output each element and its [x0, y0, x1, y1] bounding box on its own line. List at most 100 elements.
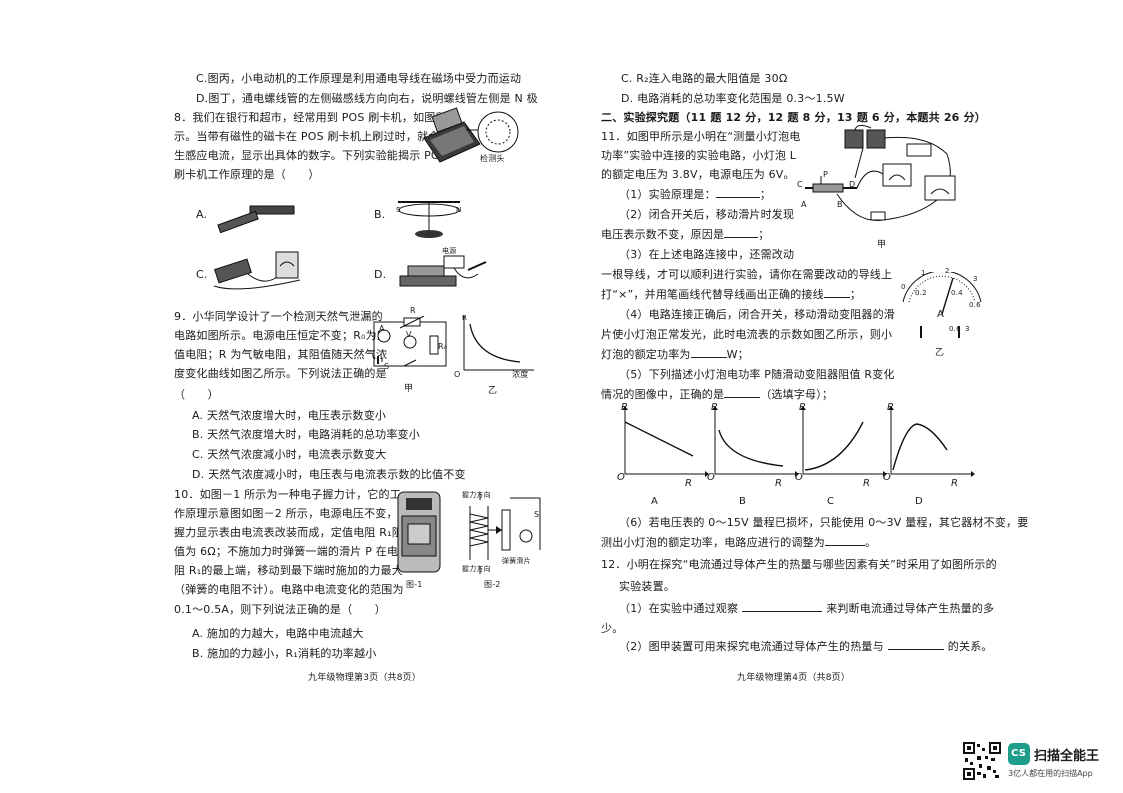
graph-a-axis-r: R	[685, 478, 692, 489]
q10-option-a: A. 施加的力越大，电路中电流越大	[192, 627, 364, 640]
q11-stem-3: 的额定电压为 3.8V，电源电压为 6V。	[601, 168, 795, 181]
right-page: C. R₂连入电路的最大阻值是 30Ω D. 电路消耗的总功率变化范围是 0.3…	[561, 0, 1123, 793]
left-page: C.图丙，小电动机的工作原理是利用通电导线在磁场中受力而运动 D.图丁，通电螺线…	[0, 0, 561, 793]
q11-meter-3-terminal: 3	[965, 325, 970, 333]
svg-text:N: N	[456, 206, 461, 214]
q9-circuit-figure: A V R R₀ S 甲	[370, 306, 450, 394]
camscanner-subtitle: 3亿人都在用的扫描App	[1008, 769, 1093, 778]
q12-part-2-blank[interactable]	[887, 649, 944, 650]
q11-letter-p: P	[823, 170, 829, 179]
q11-part-6b: 测出小灯泡的额定功率，电路应进行的调整为。	[601, 536, 877, 549]
q11-letter-c: C	[797, 180, 803, 189]
q12-stem-1: 12．小明在探究“电流通过导体产生的热量与哪些因素有关”时采用了如图所示的	[601, 558, 997, 571]
q11-part-4-unit: W；	[726, 348, 749, 361]
q11-ammeter-figure: 0 0.2 0.4 0.6 1 2 3 A 0.6 3 乙	[897, 267, 987, 358]
q11-part-3a: （3）在上述电路连接中，还需改动	[619, 248, 795, 261]
q10-switch-label: S	[534, 510, 540, 519]
graph-option-c	[791, 404, 887, 484]
q11-part-5a: （5）下列描述小灯泡电功率 P随滑动变阻器阻值 R变化	[619, 368, 895, 381]
q9-option-d: D. 天然气浓度减小时，电压表与电流表示数的比值不变	[192, 468, 466, 481]
q11-part-3b: 一根导线，才可以顺利进行实验，请你在需要改动的导线上	[601, 268, 893, 281]
qr-code	[963, 742, 1001, 780]
q10-fig1-label: 图-1	[406, 580, 423, 589]
q9-graph-x-label: 浓度	[512, 370, 529, 379]
q11-meter-scale-1: 1	[921, 269, 926, 277]
q9-option-c: C. 天然气浓度减小时，电流表示数变大	[192, 448, 387, 461]
graph-c-axis-p: P	[799, 402, 806, 413]
q11-meter-scale-04: 0.4	[951, 289, 963, 297]
q12-part-1-text-b: 来判断电流通过导体产生热量的多	[826, 602, 995, 615]
svg-text:R: R	[462, 314, 467, 322]
q10-stem-6: （弹簧的电阻不计）。电路中电流变化的范围为	[174, 583, 404, 596]
q11-fig-jia: 甲	[877, 240, 887, 250]
q11-letter-b: B	[837, 200, 843, 209]
q11-part-5-blank[interactable]	[724, 397, 761, 398]
q8-opt-d-label: D.	[374, 268, 387, 281]
graph-b-origin: O	[707, 472, 715, 483]
camscanner-logo-text: CS	[1011, 748, 1027, 759]
q9-r-label: R	[410, 306, 416, 315]
q11-part-1-blank[interactable]	[715, 197, 760, 198]
q11-meter-06-terminal: 0.6	[949, 325, 961, 333]
q12-part-1c: 少。	[601, 622, 624, 635]
q10-fig2-label: 图-2	[484, 580, 501, 589]
q10-stem-5: 阻 R₁的最上端，移动到最下端时施加的力最大	[174, 564, 403, 577]
q10-spring-label: 弹簧滑片	[502, 557, 531, 565]
q9-stem-3: 值电阻；R 为气敏电阻，其阻值随天然气浓	[174, 348, 388, 361]
q7-option-c: C.图丙，小电动机的工作原理是利用通电导线在磁场中受力而运动	[196, 72, 522, 85]
graph-c-origin: O	[795, 472, 803, 483]
q11-stem-1: 11．如图甲所示是小明在“测量小灯泡电	[601, 130, 801, 143]
pos-machine-figure: 检测头	[420, 104, 520, 166]
q9-fig-jia: 甲	[404, 384, 414, 394]
q11-meter-scale-0: 0	[901, 283, 906, 291]
q11-part-5b-text: 情况的图像中，正确的是	[601, 388, 725, 401]
graph-b-axis-r: R	[775, 478, 782, 489]
q11-part-1: （1）实验原理是：；	[619, 188, 772, 201]
q10-option-d: D. 电路消耗的总功率变化范围是 0.3～1.5W	[621, 92, 845, 105]
q9-option-b: B. 天然气浓度增大时，电路消耗的总功率变小	[192, 428, 420, 441]
q12-stem-2: 实验装置。	[619, 580, 675, 593]
q9-stem-5: （ ）	[174, 388, 219, 401]
graph-a-label: A	[651, 496, 658, 507]
q11-letter-d: D	[849, 180, 856, 189]
q11-part-3c: 打“×”，并用笔画线代替导线画出正确的接线；	[601, 288, 862, 301]
q11-part-6-blank[interactable]	[825, 545, 865, 546]
q11-part-5b: 情况的图像中，正确的是 （选填字母）；	[601, 388, 833, 402]
graph-d-axis-r: R	[951, 478, 958, 489]
q8-stem-3: 生感应电流，显示出具体的数字。下列实验能揭示 POS	[174, 149, 447, 162]
graph-a-origin: O	[617, 472, 625, 483]
q11-fig-yi: 乙	[935, 348, 945, 358]
q11-stem-2: 功率”实验中连接的实验电路，小灯泡 L	[601, 149, 797, 162]
graph-c-axis-r: R	[863, 478, 870, 489]
q11-part-2a: （2）闭合开关后，移动滑片时发现	[619, 208, 795, 221]
q11-circuit-figure: C D A B P 甲	[797, 124, 967, 250]
q9-switch-label: S	[384, 362, 390, 371]
q12-part-1: （1）在实验中通过观察来判断电流通过导体产生热量的多	[619, 602, 994, 616]
q11-part-5c-text: （选填字母）；	[760, 388, 834, 401]
q11-part-2-blank[interactable]	[724, 237, 759, 238]
q10-option-c: C. R₂连入电路的最大阻值是 30Ω	[621, 72, 788, 85]
q10-push-direction: 握力方向	[462, 565, 491, 573]
q9-resistance-graph: R O 浓度 乙	[454, 314, 536, 396]
q8-stem-2: 示。当带有磁性的磁卡在 POS 刷卡机上刷过时，就会产	[174, 130, 451, 143]
q8-fig-c	[208, 250, 312, 294]
q8-opt-b-label: B.	[374, 208, 386, 221]
q12-part-2-text-b: 的关系。	[947, 640, 993, 653]
q10-grip-figure-1: 图-1	[392, 490, 446, 589]
q9-voltmeter-label: V	[406, 330, 412, 339]
q8-fig-d-power-label: 电源	[442, 247, 457, 255]
q11-part-3-blank[interactable]	[823, 297, 850, 298]
q12-part-1-blank[interactable]	[742, 611, 823, 612]
q9-graph-origin: O	[454, 370, 461, 379]
q8-opt-a-label: A.	[196, 208, 208, 221]
q12-part-2-text: （2）图甲装置可用来探究电流通过导体产生的热量与	[619, 640, 884, 653]
camscanner-logo: CS	[1008, 743, 1030, 765]
q9-ammeter-label: A	[379, 324, 385, 333]
q8-fig-a	[212, 198, 298, 238]
graph-c-label: C	[827, 496, 834, 507]
q9-stem-2: 电路如图所示。电源电压恒定不变；R₀为定	[174, 329, 389, 342]
q11-part-4-blank[interactable]	[690, 357, 727, 358]
pos-figure-label: 检测头	[480, 154, 505, 163]
right-page-footer: 九年级物理第4页（共8页）	[737, 673, 851, 683]
